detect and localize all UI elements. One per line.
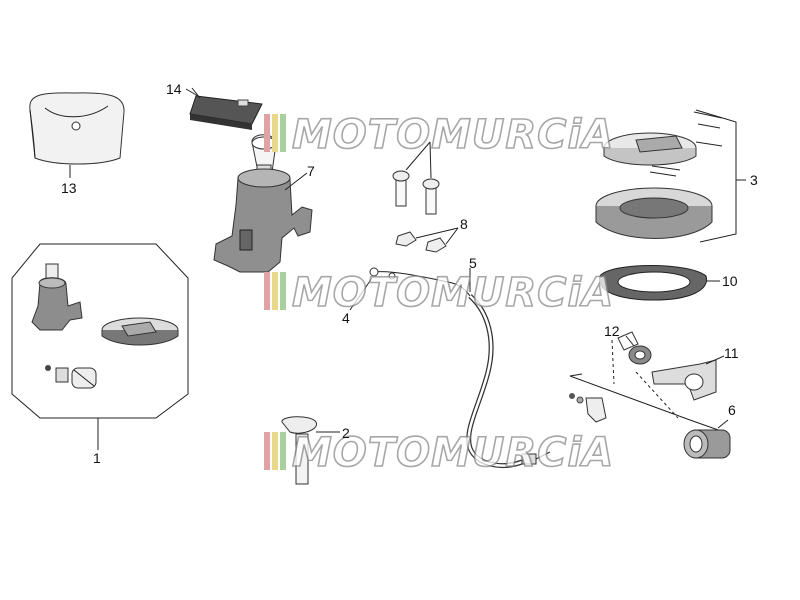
watermark-text: MOTOMURCiA xyxy=(292,112,614,158)
part-7-ignition-switch xyxy=(213,134,313,273)
watermark-1: MOTOMURCiA xyxy=(264,111,614,159)
watermark-text: MOTOMURCiA xyxy=(292,430,614,476)
part-1-kit-group xyxy=(11,243,189,450)
callout-11: 11 xyxy=(724,345,739,361)
callout-10: 10 xyxy=(722,273,738,289)
callout-12: 12 xyxy=(604,323,620,339)
part-4-5-cable xyxy=(349,267,551,468)
callout-3: 3 xyxy=(750,172,758,188)
callout-7: 7 xyxy=(307,163,315,179)
callout-2: 2 xyxy=(342,425,350,441)
callout-14: 14 xyxy=(166,81,182,97)
part-2-key xyxy=(281,416,340,485)
watermark-text: MOTOMURCiA xyxy=(292,270,614,316)
bolts-and-nuts xyxy=(392,141,459,253)
watermark-2: MOTOMURCiA xyxy=(264,269,614,317)
part-14-key-card xyxy=(189,87,263,130)
callout-8: 8 xyxy=(460,216,468,232)
callout-4: 4 xyxy=(342,310,350,326)
callout-1: 1 xyxy=(93,450,101,466)
watermark-3: MOTOMURCiA xyxy=(264,429,614,477)
part-10-gasket xyxy=(599,265,720,301)
callout-6: 6 xyxy=(728,402,736,418)
part-6-11-12-lock-cylinder xyxy=(569,331,731,459)
part-3-fuel-cap xyxy=(595,109,746,243)
callout-13: 13 xyxy=(61,180,77,196)
callout-5: 5 xyxy=(469,255,477,271)
part-13-cover xyxy=(29,92,125,178)
